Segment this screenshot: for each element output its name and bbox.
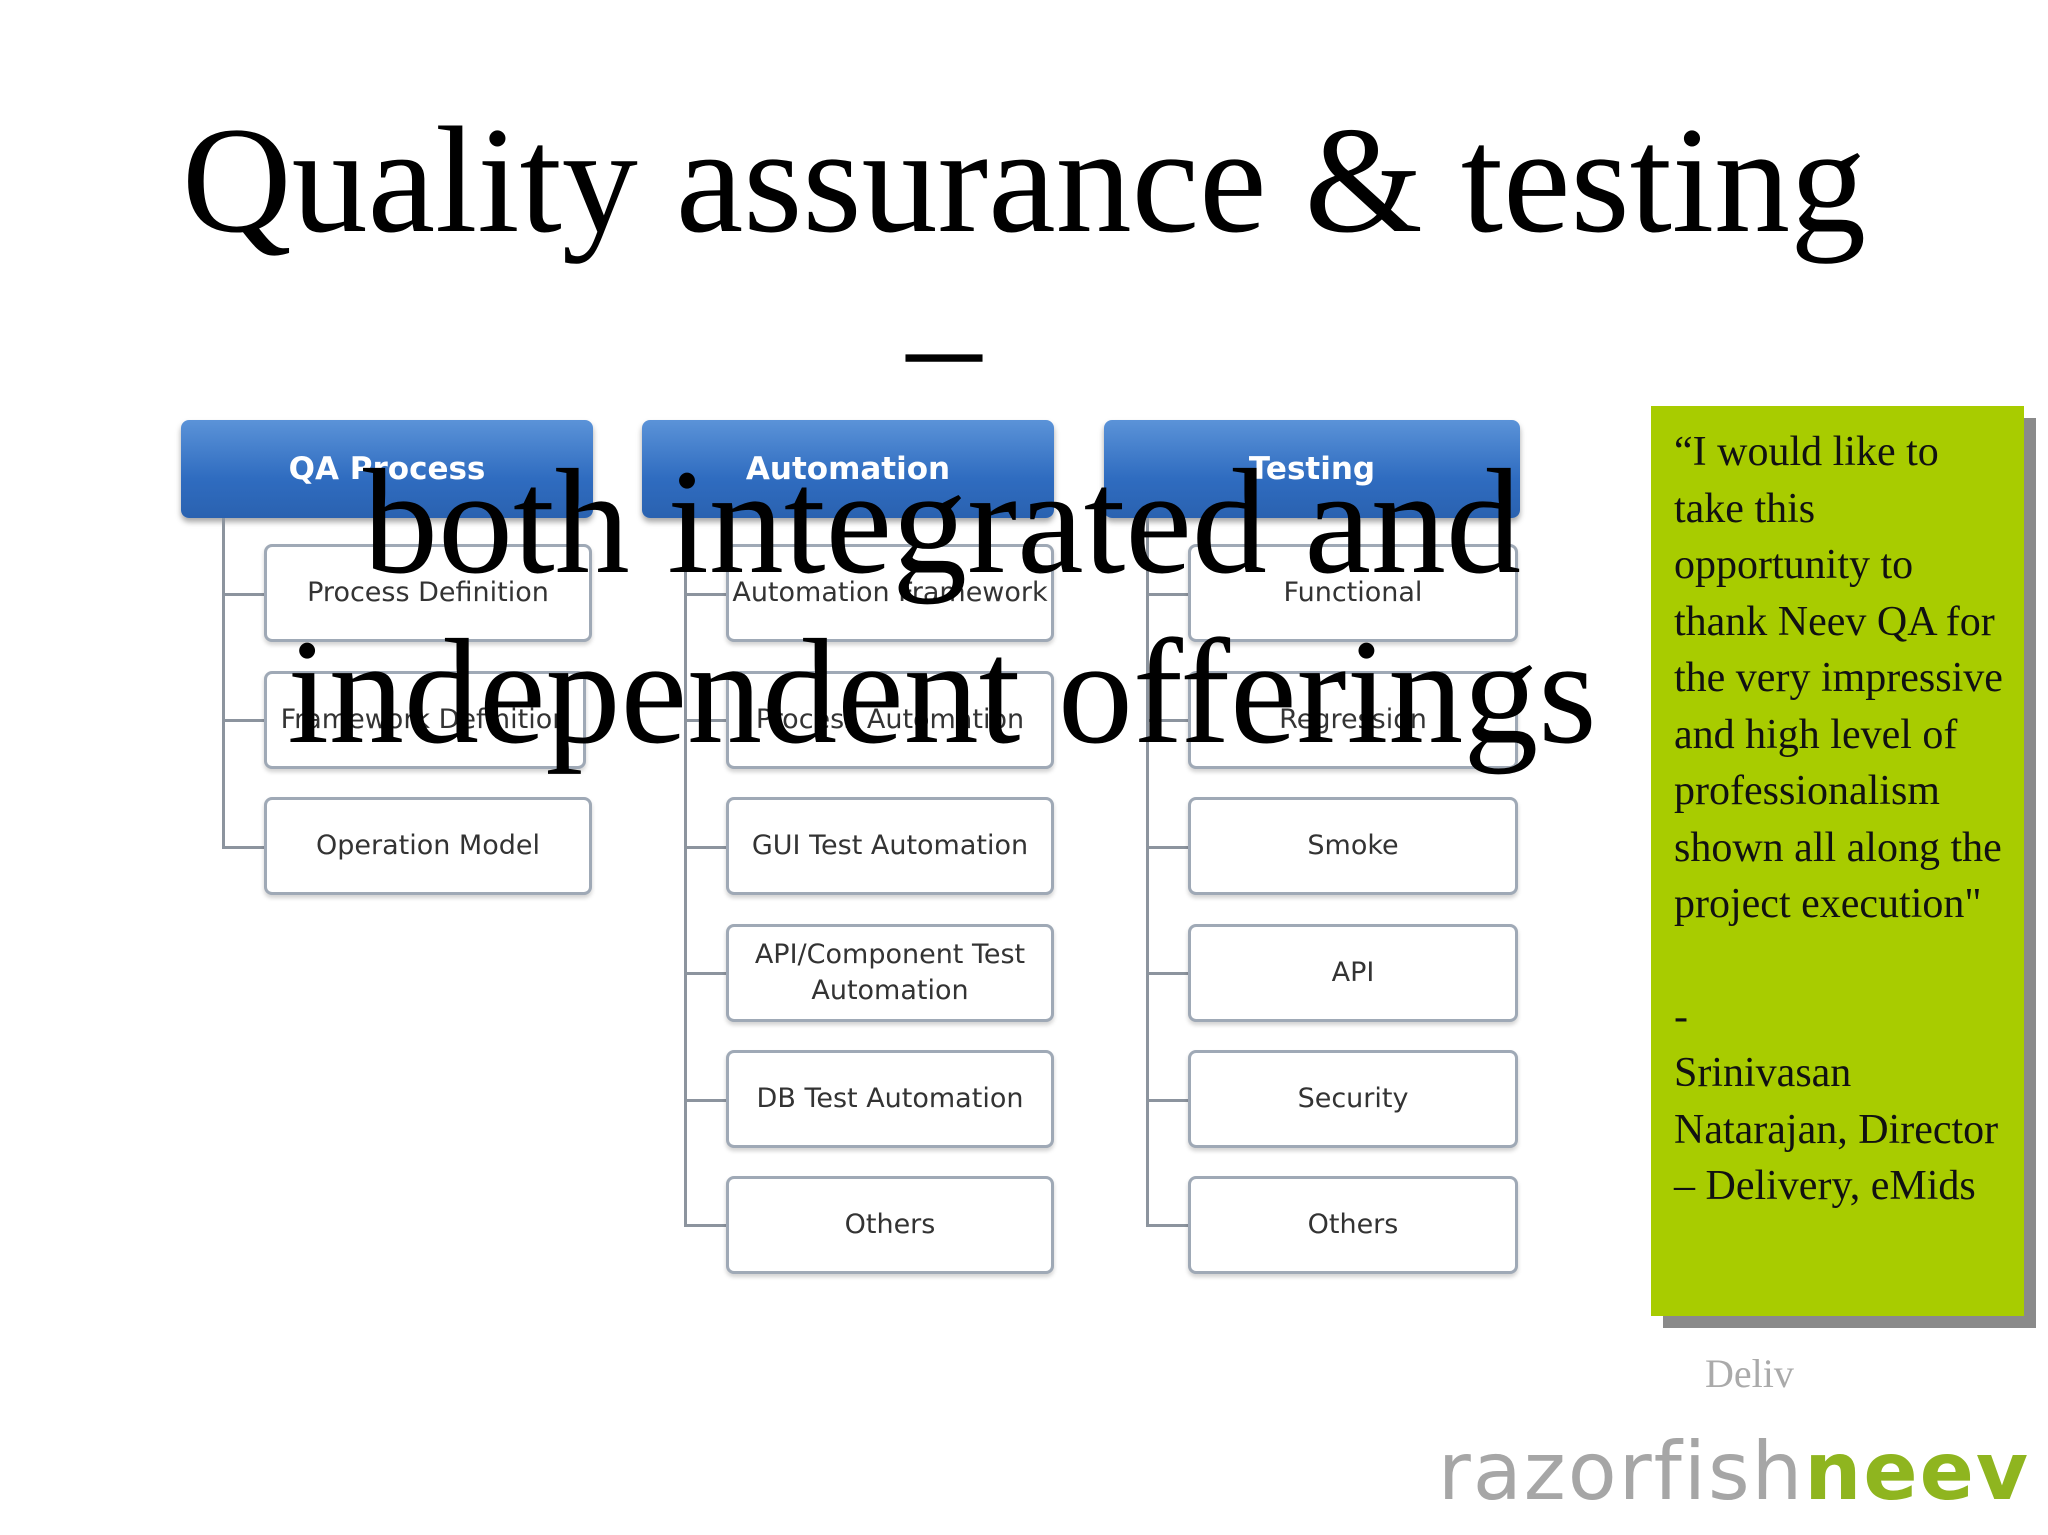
connector — [222, 846, 264, 849]
razorfish-neev-logo: razorfishneev — [1438, 1425, 2030, 1518]
title-line-3: both integrated and — [363, 439, 1521, 605]
testing-item-others: Others — [1188, 1176, 1518, 1274]
qa-item-framework-definition: Framework Definition — [264, 671, 586, 769]
testing-item-security: Security — [1188, 1050, 1518, 1148]
connector — [222, 593, 264, 596]
connector — [684, 972, 726, 975]
automation-item-process: Process Automation — [726, 671, 1054, 769]
automation-item-others: Others — [726, 1176, 1054, 1274]
qa-item-operation-model: Operation Model — [264, 797, 592, 895]
testimonial-author: Srinivasan Natarajan, Director – Deliver… — [1674, 1050, 1999, 1209]
title-dash: – — [906, 260, 982, 426]
column-header-automation: Automation — [642, 420, 1054, 518]
logo-part-razorfish: razorfish — [1437, 1425, 1805, 1518]
connector — [222, 719, 264, 722]
column-header-qa-process: QA Process — [181, 420, 593, 518]
ghost-text: Deliv — [1705, 1351, 1794, 1396]
connector — [1146, 593, 1188, 596]
title-line-4: independent offerings — [287, 609, 1597, 775]
connector — [684, 518, 687, 1226]
connector — [684, 593, 726, 596]
testing-item-regression: Regression — [1188, 671, 1518, 769]
column-header-testing: Testing — [1104, 420, 1520, 518]
connector — [1146, 518, 1149, 1226]
testimonial-dash: - — [1674, 993, 1688, 1040]
testimonial-box — [1651, 406, 2024, 1316]
testing-item-api: API — [1188, 924, 1518, 1022]
automation-item-framework: Automation Framework — [726, 544, 1054, 642]
automation-item-gui: GUI Test Automation — [726, 797, 1054, 895]
qa-item-process-definition: Process Definition — [264, 544, 592, 642]
connector — [684, 1224, 726, 1227]
testing-item-smoke: Smoke — [1188, 797, 1518, 895]
testimonial-quote: “I would like to take this opportunity t… — [1674, 429, 2003, 927]
connector — [222, 518, 225, 848]
automation-item-api-component: API/Component Test Automation — [726, 924, 1054, 1022]
connector — [1146, 1099, 1188, 1102]
connector — [684, 719, 726, 722]
automation-item-db: DB Test Automation — [726, 1050, 1054, 1148]
connector — [684, 1099, 726, 1102]
connector — [1146, 846, 1188, 849]
testimonial-text: “I would like to take this opportunity t… — [1674, 424, 2014, 1215]
testing-item-functional: Functional — [1188, 544, 1518, 642]
connector — [1146, 972, 1188, 975]
connector — [684, 846, 726, 849]
connector — [1146, 719, 1188, 722]
logo-part-neev: neev — [1804, 1425, 2030, 1518]
connector — [1146, 1224, 1188, 1227]
slide-title: Quality assurance & testing — [181, 96, 1867, 264]
